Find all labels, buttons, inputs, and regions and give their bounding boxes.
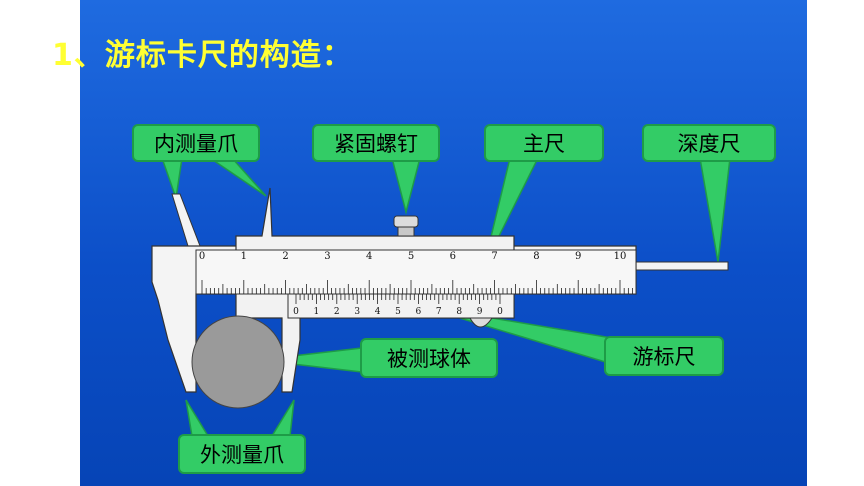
measured-ball (191, 315, 285, 409)
label-measured-ball: 被测球体 (360, 338, 498, 378)
vernier-number: 4 (375, 307, 381, 317)
label-main-scale: 主尺 (484, 124, 604, 162)
main-scale-number: 1 (241, 251, 247, 262)
page-title: 1、游标卡尺的构造： (52, 38, 353, 73)
depth-rod (635, 261, 729, 271)
vernier-number: 5 (395, 307, 401, 317)
thumb-knob (469, 317, 493, 328)
main-scale-number: 5 (408, 251, 414, 262)
main-scale-number: 2 (282, 251, 288, 262)
label-inner-jaws: 内测量爪 (132, 124, 260, 162)
pointer-lock-screw (391, 157, 421, 215)
vernier-number: 0 (293, 307, 299, 317)
vernier-scale-numbers: 0 1 2 3 4 5 6 7 8 9 0 (293, 307, 503, 317)
vernier-scale-ticks (295, 294, 501, 304)
main-scale-numbers: 0 1 2 3 4 5 6 7 8 9 10 (199, 251, 627, 262)
main-scale-number: 4 (366, 251, 372, 262)
pointer-inner-jaws-right (207, 157, 267, 197)
main-scale-number: 7 (491, 251, 497, 262)
main-scale-number: 3 (324, 251, 330, 262)
pointer-depth-rod (699, 157, 731, 263)
vernier-number: 2 (334, 307, 340, 317)
label-outer-jaws: 外测量爪 (178, 434, 306, 474)
main-scale-number: 9 (575, 251, 581, 262)
label-lock-screw: 紧固螺钉 (312, 124, 440, 162)
pointer-inner-jaws-left (160, 157, 183, 199)
fixed-inner-jaw (171, 193, 201, 247)
pointer-outer-jaws-left (185, 399, 210, 437)
main-scale-number: 0 (199, 251, 205, 262)
vernier-number: 6 (416, 307, 422, 317)
main-scale-number: 6 (450, 251, 456, 262)
vernier-number: 3 (354, 307, 360, 317)
vernier-number: 0 (497, 307, 503, 317)
pointer-outer-jaws-right (270, 399, 295, 437)
main-scale-ticks (201, 280, 633, 294)
vernier-scale-face (287, 293, 515, 319)
vernier-number: 8 (456, 307, 462, 317)
main-scale-face (195, 249, 637, 295)
main-scale-number: 10 (614, 251, 627, 262)
label-depth-rod: 深度尺 (642, 124, 776, 162)
vernier-number: 9 (477, 307, 483, 317)
label-vernier: 游标尺 (604, 336, 724, 376)
vernier-number: 7 (436, 307, 442, 317)
main-scale-number: 8 (533, 251, 539, 262)
lock-screw-head (393, 215, 419, 228)
vernier-number: 1 (314, 307, 320, 317)
